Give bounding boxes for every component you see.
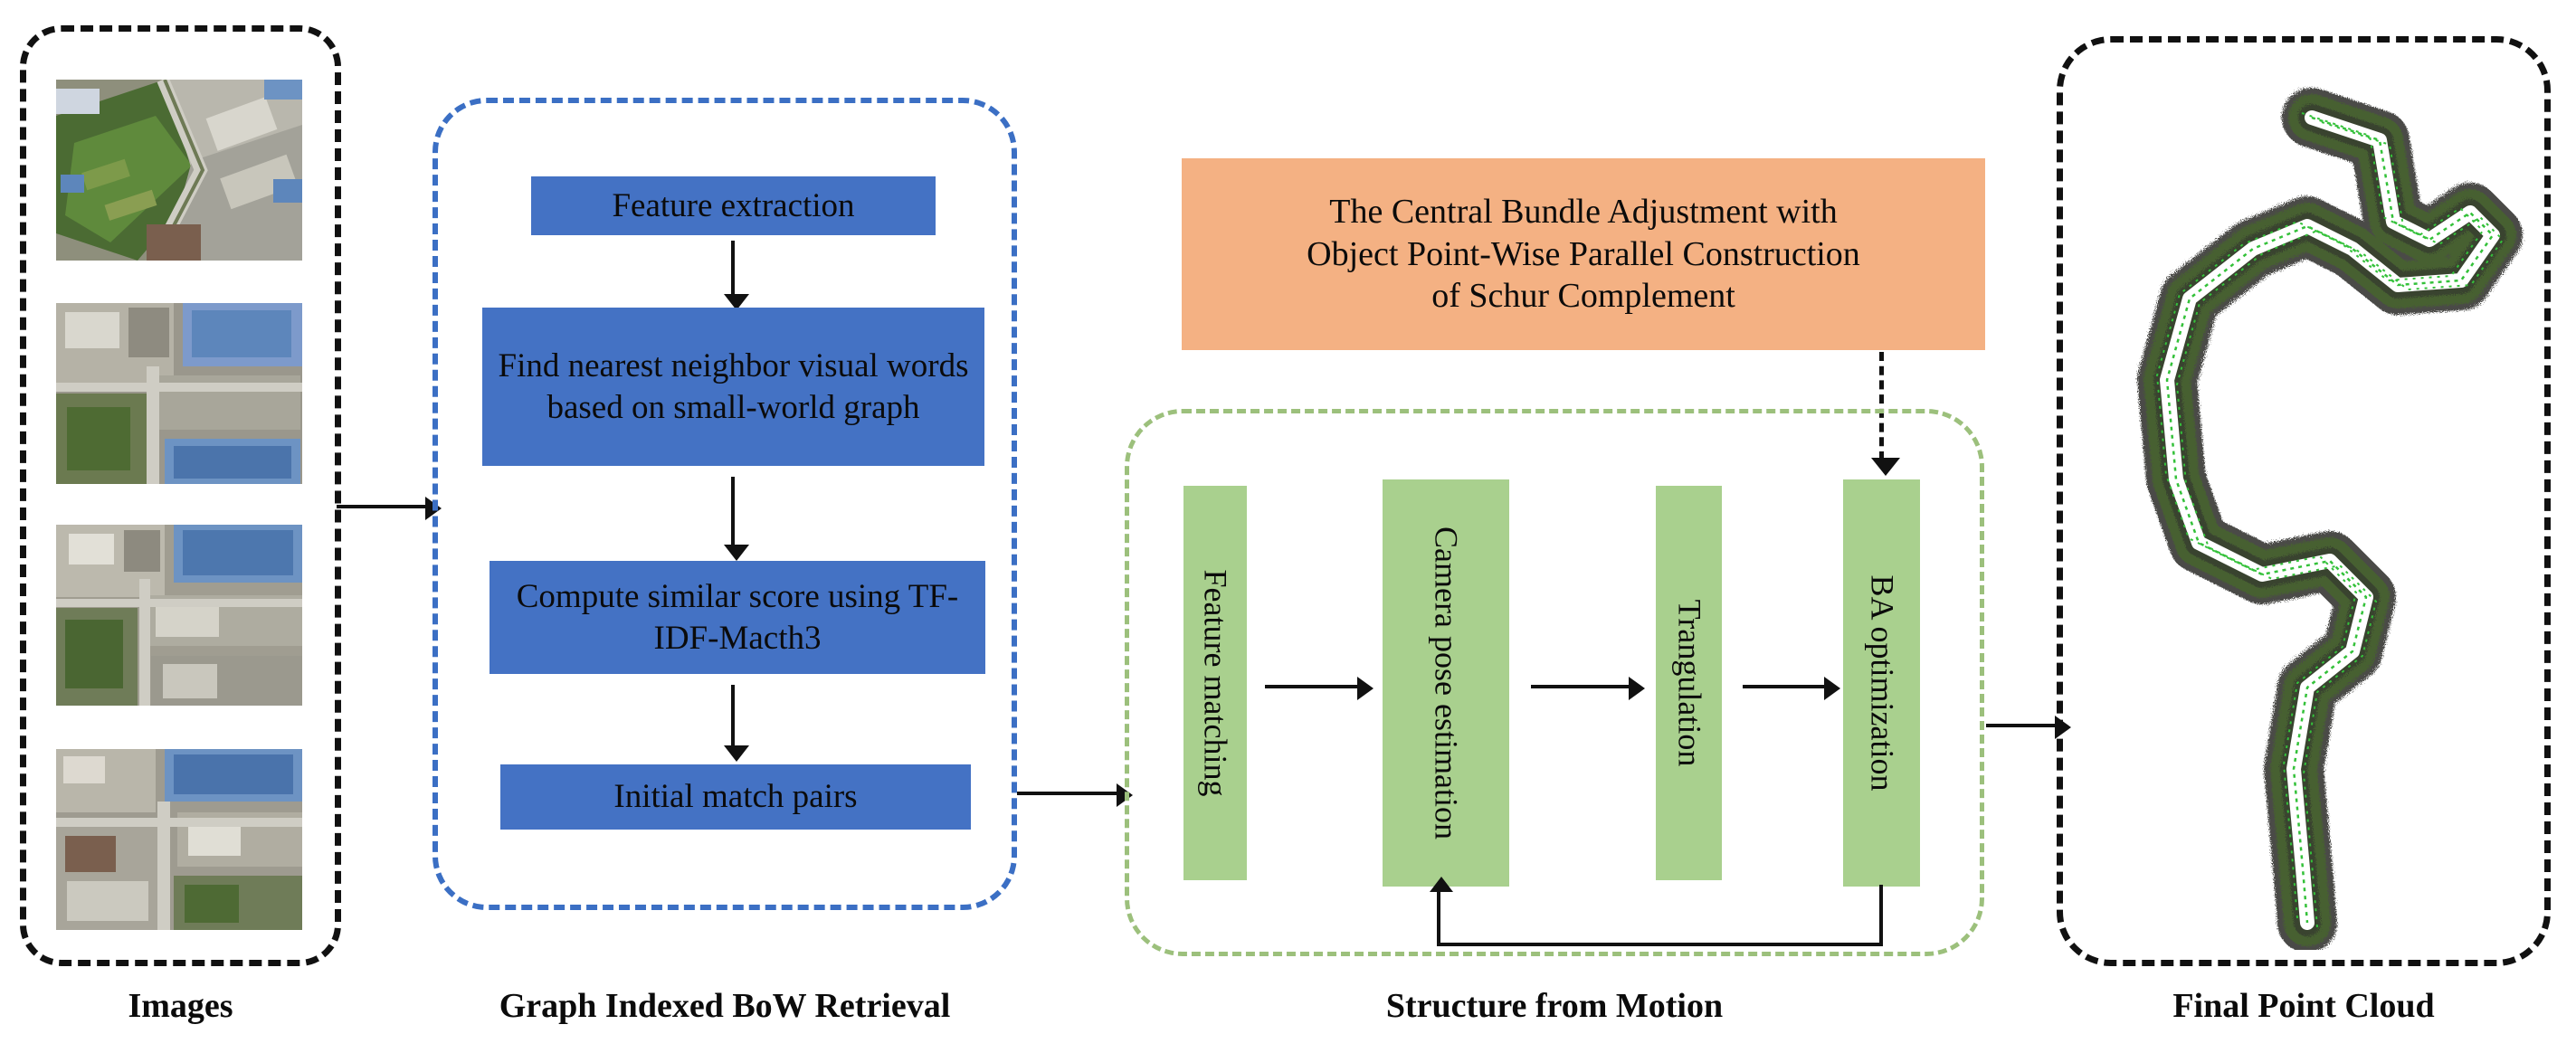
arrow-matching-to-pose bbox=[1265, 677, 1374, 700]
box-feature-extraction[interactable]: Feature extraction bbox=[531, 176, 936, 235]
arrow-find-to-score bbox=[724, 477, 749, 561]
sfm-caption: Structure from Motion bbox=[1385, 987, 1724, 1025]
arrow-images-to-bow bbox=[337, 497, 442, 520]
box-compute-similar-score[interactable]: Compute similar score using TF-IDF-Macth… bbox=[490, 561, 985, 674]
feature-matching-label: Feature matching bbox=[1197, 569, 1234, 797]
cba-line-1: The Central Bundle Adjustment with bbox=[1329, 193, 1838, 232]
point-cloud-caption: Final Point Cloud bbox=[2172, 987, 2435, 1025]
box-camera-pose-estimation[interactable]: Camera pose estimation bbox=[1383, 479, 1509, 887]
bow-caption: Graph Indexed BoW Retrieval bbox=[499, 987, 951, 1025]
point-cloud-render bbox=[2081, 54, 2533, 953]
box-ba-optimization[interactable]: BA optimization bbox=[1843, 479, 1920, 887]
cba-line-2: Object Point-Wise Parallel Construction bbox=[1307, 234, 1860, 273]
arrow-cba-to-ba-optimization bbox=[1871, 352, 1900, 476]
feedback-loop-segment-left bbox=[1437, 943, 1883, 946]
feedback-loop-arrow-up bbox=[1430, 877, 1453, 944]
arrow-score-to-pairs bbox=[724, 685, 749, 762]
box-central-bundle-adjustment[interactable]: The Central Bundle Adjustment with Objec… bbox=[1182, 158, 1985, 350]
feedback-loop-segment-down bbox=[1879, 885, 1883, 944]
aerial-thumbnail-2 bbox=[56, 303, 302, 484]
aerial-thumbnail-1 bbox=[56, 80, 302, 261]
bow-retrieval-panel bbox=[433, 98, 1017, 910]
images-panel bbox=[20, 25, 341, 966]
images-caption: Images bbox=[128, 987, 233, 1025]
point-cloud-panel bbox=[2057, 36, 2551, 966]
box-initial-match-pairs[interactable]: Initial match pairs bbox=[500, 764, 971, 830]
cba-line-3: of Schur Complement bbox=[1431, 277, 1735, 316]
arrow-feature-to-find bbox=[724, 241, 749, 310]
camera-pose-estimation-label: Camera pose estimation bbox=[1428, 526, 1465, 840]
box-feature-matching[interactable]: Feature matching bbox=[1183, 486, 1247, 880]
aerial-thumbnail-4 bbox=[56, 749, 302, 930]
aerial-thumbnail-3 bbox=[56, 525, 302, 706]
arrow-bow-to-sfm bbox=[1017, 783, 1133, 807]
arrow-pose-to-triangulation bbox=[1531, 677, 1645, 700]
box-find-nearest-neighbor[interactable]: Find nearest neighbor visual words based… bbox=[482, 308, 984, 466]
sfm-panel bbox=[1125, 409, 1984, 956]
triangulation-label: Trangulation bbox=[1671, 599, 1708, 767]
ba-optimization-label: BA optimization bbox=[1864, 574, 1901, 792]
arrow-triangulation-to-ba bbox=[1743, 677, 1840, 700]
box-triangulation[interactable]: Trangulation bbox=[1656, 486, 1722, 880]
arrow-sfm-to-point-cloud bbox=[1986, 716, 2071, 739]
